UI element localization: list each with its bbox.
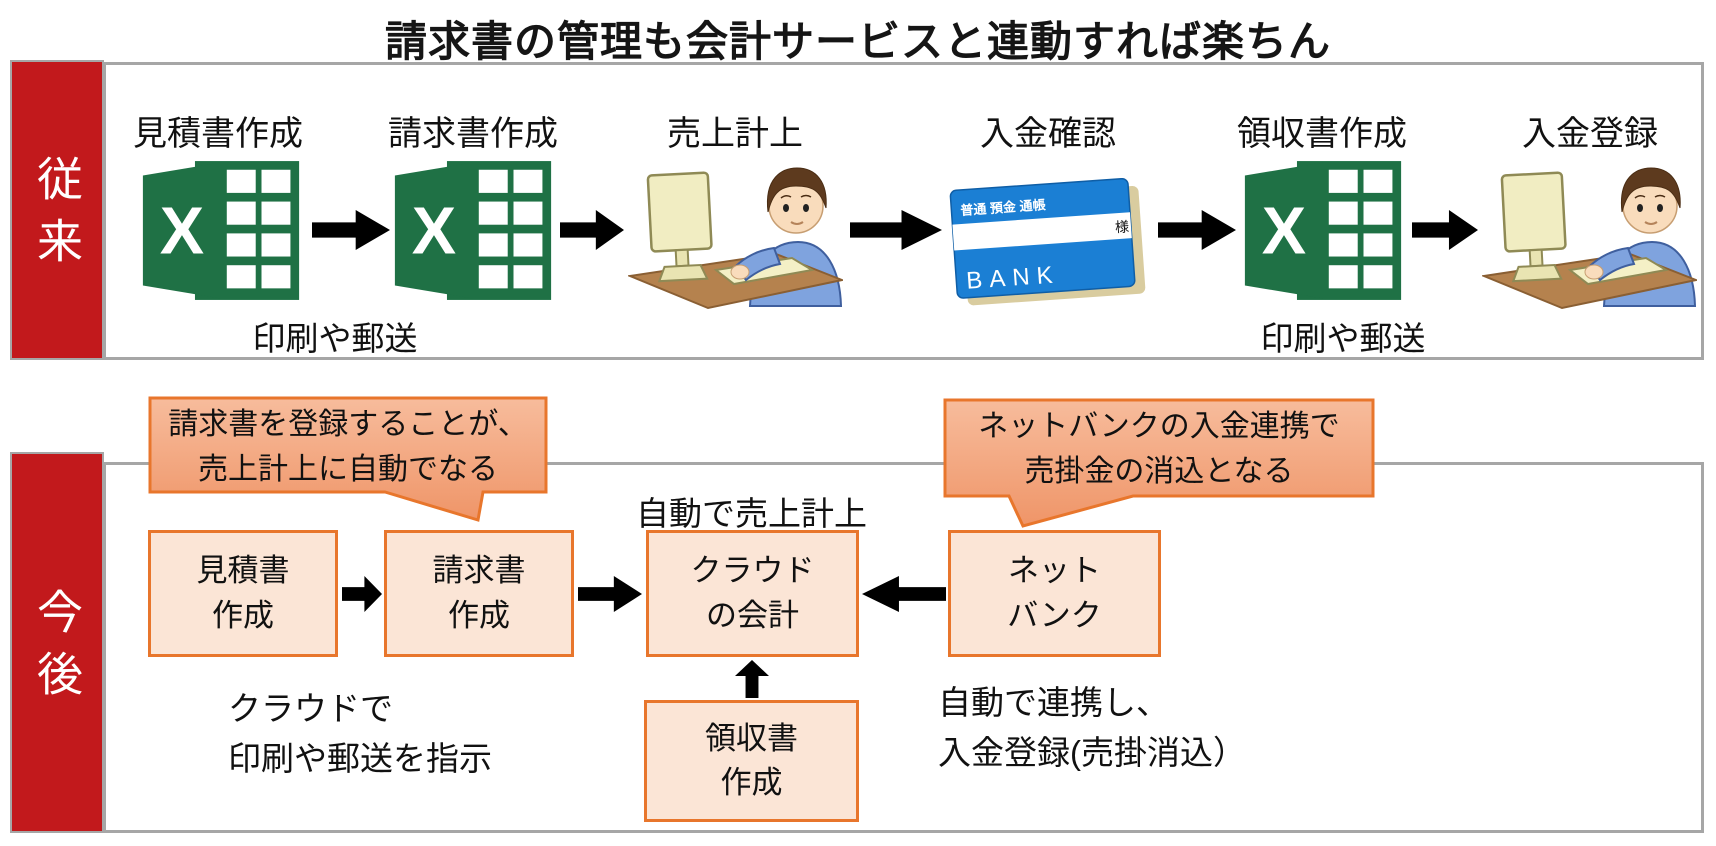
auto-sales-note: 自動で売上計上	[636, 495, 867, 532]
callout-bubble-invoice	[148, 396, 548, 522]
future-section-frame	[103, 462, 1704, 833]
auto-link-note: 自動で連携し、 入金登録(売掛消込）	[938, 684, 1246, 771]
step-label-deposit-entry: 入金登録	[1522, 115, 1658, 153]
box-cloud-accounting: クラウド の会計	[646, 530, 859, 657]
bank-passbook-icon: 普通 預金 通帳 様 BANK	[949, 178, 1146, 306]
print-mail-note: 印刷や郵送	[252, 320, 418, 357]
callout-bubble-netbank	[943, 398, 1375, 528]
passbook-brand-text: BANK	[965, 261, 1060, 294]
excel-icon: X	[142, 161, 300, 300]
box-netbank: ネット バンク	[948, 530, 1161, 657]
box-receipt: 領収書 作成	[644, 700, 859, 822]
step-label-deposit-check: 入金確認	[980, 115, 1116, 153]
legacy-side-label: 従来	[31, 155, 83, 279]
future-side-label: 今後	[31, 587, 83, 712]
cloud-print-note: クラウドで 印刷や郵送を指示	[228, 690, 492, 777]
svg-text:X: X	[1262, 195, 1306, 269]
step-label-estimate: 見積書作成	[133, 115, 303, 153]
svg-text:X: X	[160, 195, 204, 269]
step-label-sales: 売上計上	[667, 115, 803, 153]
person-computer-icon	[1482, 167, 1697, 310]
callout-bubble-invoice-text: 請求書を登録することが、 売上計上に自動でなる	[168, 408, 528, 486]
box-estimate: 見積書 作成	[148, 530, 338, 657]
page-title: 請求書の管理も会計サービスと連動すれば楽ちん	[384, 18, 1331, 65]
person-computer-icon	[628, 167, 843, 310]
excel-icon: X	[394, 161, 552, 300]
passbook-honorific-text: 様	[1114, 218, 1129, 235]
passbook-header-text: 普通 預金 通帳	[960, 197, 1047, 218]
step-label-receipt: 領収書作成	[1237, 115, 1407, 153]
svg-text:X: X	[412, 195, 456, 269]
print-mail-note: 印刷や郵送	[1260, 320, 1426, 357]
excel-icon: X	[1244, 161, 1402, 300]
callout-bubble-netbank-text: ネットバンクの入金連携で 売掛金の消込となる	[978, 410, 1340, 488]
legacy-side-bar: 従来	[10, 60, 104, 360]
box-invoice: 請求書 作成	[384, 530, 574, 657]
future-side-bar: 今後	[10, 452, 104, 833]
step-label-invoice: 請求書作成	[388, 115, 558, 153]
